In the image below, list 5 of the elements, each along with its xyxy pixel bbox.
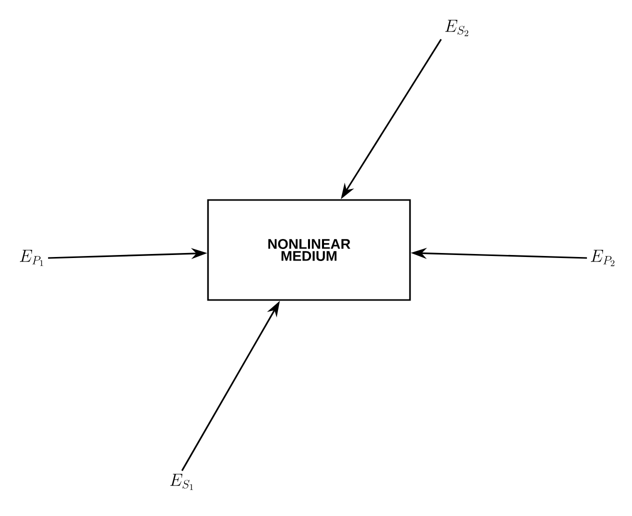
signal-label: $E_{S_1}$ (170, 474, 193, 490)
process-box: NONLINEAR MEDIUM (207, 199, 411, 301)
signal-label: $E_{P_2}$ (590, 250, 614, 266)
signal-label: $E_{S_2}$ (445, 20, 468, 36)
signal-label: $E_{P_1}$ (20, 250, 44, 266)
